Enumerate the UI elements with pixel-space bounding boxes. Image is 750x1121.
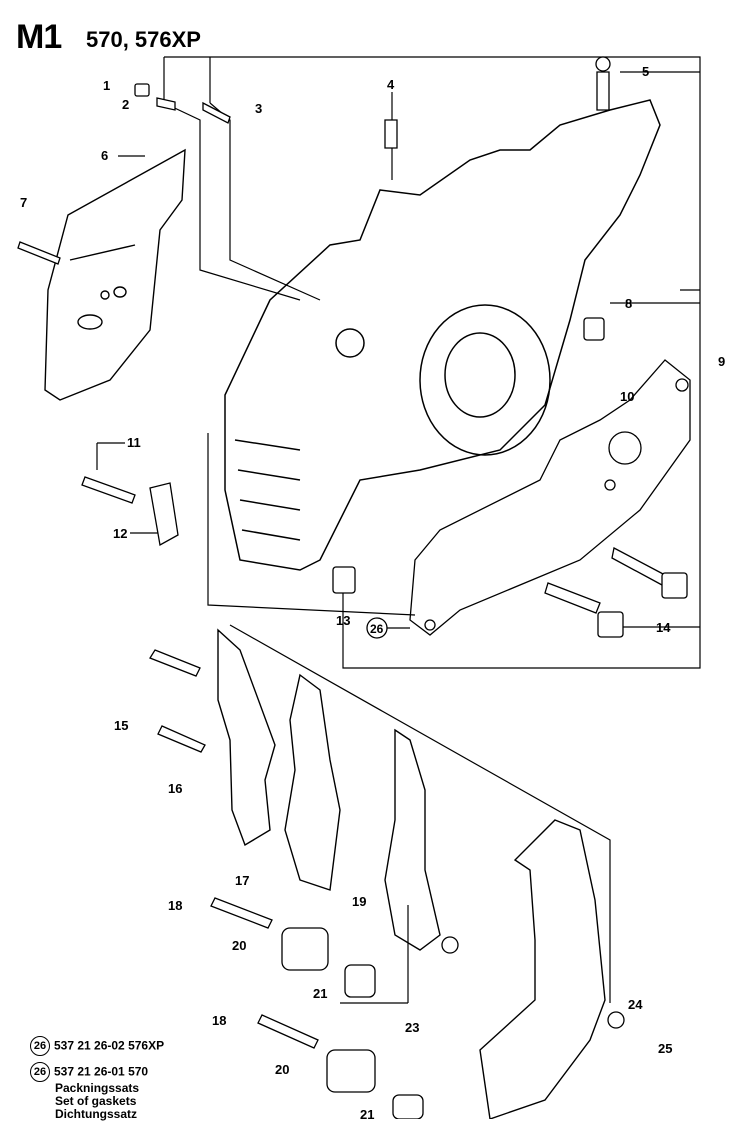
callout-11: 11	[127, 435, 141, 450]
kit-name-en: Set of gaskets	[55, 1094, 137, 1108]
callout-18b: 18	[212, 1013, 226, 1028]
callout-25: 25	[658, 1041, 672, 1056]
kit-ref-1: 26	[30, 1036, 50, 1056]
lower-hardware	[149, 649, 625, 1119]
callout-12: 12	[113, 526, 127, 541]
callout-5: 5	[642, 64, 649, 79]
crankcase-housing	[224, 99, 661, 571]
kit-entry-1: 26 537 21 26-02 576XP	[30, 1036, 164, 1056]
gasket-ref-label: 26	[370, 622, 384, 636]
callout-21b: 21	[360, 1107, 374, 1119]
side-plate-6	[44, 148, 186, 401]
callout-4: 4	[387, 77, 395, 92]
callout-23: 23	[405, 1020, 419, 1035]
callout-18a: 18	[168, 898, 182, 913]
callout-3: 3	[255, 101, 262, 116]
callout-7: 7	[20, 195, 27, 210]
kit-part-number-2: 537 21 26-01 570	[54, 1064, 149, 1079]
gasket-ref-circle: 26	[366, 617, 388, 639]
callout-17: 17	[235, 873, 249, 888]
leader-line	[209, 102, 321, 301]
callout-13: 13	[336, 613, 350, 628]
callout-20b: 20	[275, 1062, 289, 1077]
callout-2: 2	[122, 97, 129, 112]
kit-ref-2: 26	[30, 1062, 50, 1082]
kit-part-number-1: 537 21 26-02 576XP	[54, 1038, 165, 1053]
callout-8: 8	[625, 296, 632, 311]
kit-entry-2: 26 537 21 26-01 570 Packningssats Set of …	[30, 1062, 148, 1121]
callout-21a: 21	[313, 986, 327, 1001]
callout-10: 10	[620, 389, 634, 404]
gasket-26	[409, 359, 691, 636]
leader-frame-lower	[229, 624, 611, 1003]
callout-19: 19	[352, 894, 366, 909]
callout-16: 16	[168, 781, 182, 796]
callout-1: 1	[103, 78, 110, 93]
hardware-parts	[17, 56, 688, 638]
kit-name-de: Dichtungssatz	[55, 1107, 138, 1121]
callout-6: 6	[101, 148, 108, 163]
callout-24: 24	[628, 997, 643, 1012]
callout-20a: 20	[232, 938, 246, 953]
callout-15: 15	[114, 718, 128, 733]
model-numbers: 570, 576XP	[86, 27, 201, 52]
kit-name-sv: Packningssats	[55, 1081, 140, 1095]
diagram-code: M1	[16, 18, 62, 56]
callout-9: 9	[718, 354, 725, 369]
leader-frame-gasket	[207, 433, 416, 616]
leader-line	[163, 102, 301, 301]
leader-frame-top	[164, 56, 701, 669]
callout-14: 14	[656, 620, 671, 635]
lower-plates	[217, 628, 606, 1119]
